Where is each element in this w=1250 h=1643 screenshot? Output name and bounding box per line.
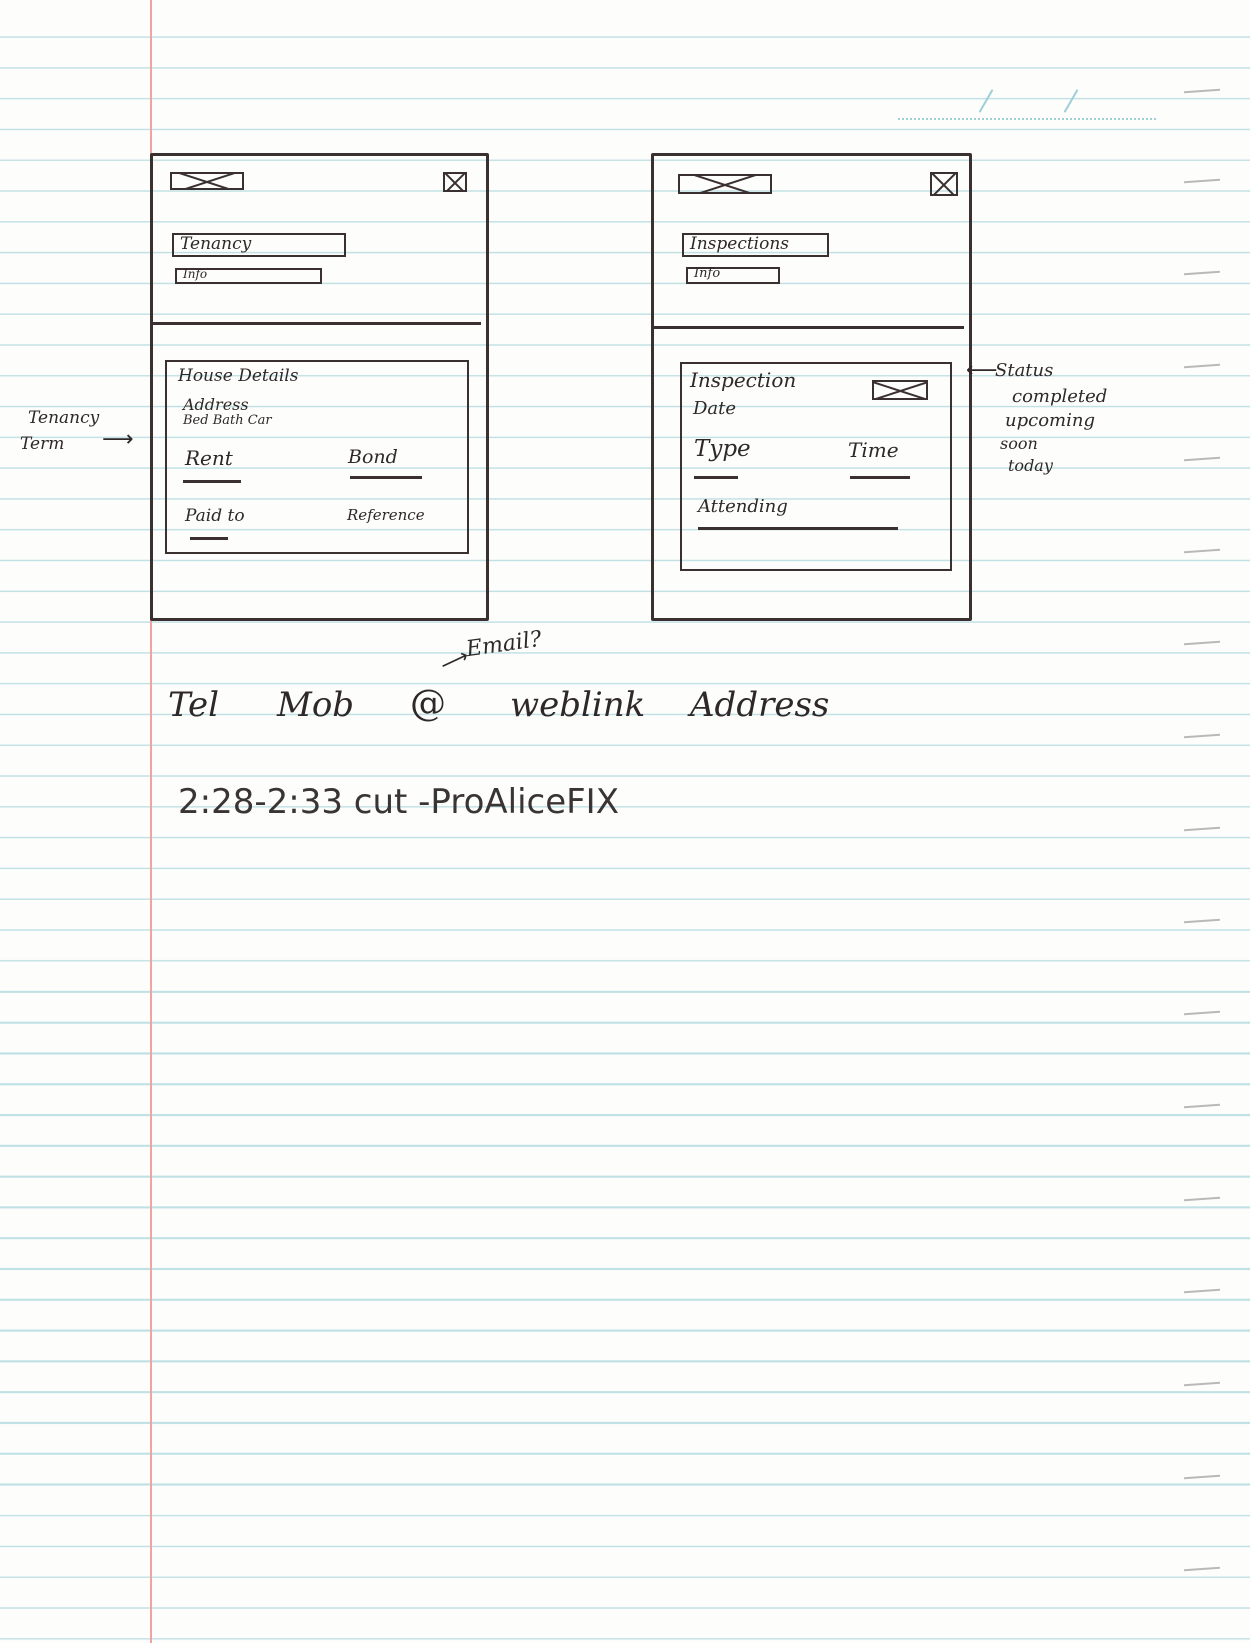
page-edge-mark	[1183, 733, 1221, 739]
attending-label: Attending	[698, 496, 788, 517]
time-underline	[850, 476, 910, 479]
page-edge-mark	[1183, 1381, 1221, 1387]
status-option-soon: soon	[1000, 434, 1038, 453]
page-edge-mark	[1183, 640, 1221, 646]
page-edge-mark	[1183, 826, 1221, 832]
inspections-title-label: Inspections	[690, 234, 790, 254]
placeholder-image-icon	[170, 172, 244, 190]
house-details-label: House Details	[178, 366, 299, 386]
right-arrow-icon: ⟶	[102, 427, 134, 452]
address-contact-label: Address	[690, 685, 830, 725]
tenancy-info-field	[175, 268, 322, 284]
page-edge-mark	[1183, 363, 1221, 369]
status-option-completed: completed	[1012, 386, 1108, 407]
tenancy-info-label: Info	[183, 267, 208, 281]
page-edge-mark	[1183, 1474, 1221, 1480]
close-icon	[930, 172, 958, 196]
close-icon	[443, 172, 467, 192]
type-label: Type	[694, 436, 751, 462]
page-edge-mark	[1183, 1103, 1221, 1109]
dotted-line	[898, 118, 1156, 120]
address-label: Address	[183, 395, 249, 414]
mob-label: Mob	[277, 685, 355, 725]
status-option-today: today	[1008, 456, 1053, 475]
paid-to-label: Paid to	[185, 506, 245, 526]
status-badge-placeholder	[872, 380, 928, 400]
date-label: Date	[693, 398, 737, 419]
page-edge-mark	[1183, 1566, 1221, 1572]
inspection-label: Inspection	[690, 368, 797, 392]
time-note: 2:28-2:33 cut -ProAliceFIX	[178, 782, 620, 822]
tenancy-term-line1: Tenancy	[28, 408, 100, 428]
email-at-label: @	[410, 683, 446, 724]
type-underline	[694, 476, 738, 479]
inspections-wireframe	[651, 153, 972, 621]
bond-label: Bond	[348, 446, 398, 468]
inspections-title-field	[682, 233, 829, 257]
status-note-title: Status	[995, 360, 1054, 381]
inspection-details-card	[680, 362, 952, 571]
inspections-info-label: Info	[694, 266, 721, 281]
bed-bath-car-label: Bed Bath Car	[183, 413, 272, 428]
reference-label: Reference	[347, 506, 425, 524]
tenancy-title-field	[172, 233, 346, 257]
attending-underline	[698, 527, 898, 530]
page-edge-mark	[1183, 456, 1221, 462]
tel-label: Tel	[168, 685, 220, 725]
page-edge-mark	[1183, 1288, 1221, 1294]
page-edge-mark	[1183, 1010, 1221, 1016]
divider	[654, 326, 964, 329]
email-note: Email?	[464, 626, 544, 663]
tenancy-wireframe	[150, 153, 489, 621]
inspections-info-field	[686, 267, 780, 284]
page-edge-mark	[1183, 548, 1221, 554]
time-label: Time	[848, 438, 899, 462]
weblink-label: weblink	[510, 685, 646, 725]
bond-underline	[350, 476, 422, 479]
page-edge-mark	[1183, 270, 1221, 276]
page-edge-mark	[1183, 918, 1221, 924]
pen-tick	[1063, 89, 1079, 113]
pen-tick	[978, 89, 994, 113]
tenancy-term-line2: Term	[20, 434, 65, 454]
page-edge-mark	[1183, 1196, 1221, 1202]
page-edge-mark	[1183, 178, 1221, 184]
tenancy-title-label: Tenancy	[180, 234, 252, 254]
left-arrow-icon: ⟵	[966, 358, 998, 383]
placeholder-image-icon	[678, 174, 772, 194]
divider	[153, 322, 481, 325]
margin-line	[150, 0, 152, 1643]
paid-to-underline	[190, 537, 228, 540]
page-edge-mark	[1183, 88, 1221, 94]
rent-underline	[183, 480, 241, 483]
status-option-upcoming: upcoming	[1005, 410, 1095, 431]
rent-label: Rent	[185, 446, 233, 470]
tenancy-details-card	[165, 360, 469, 554]
